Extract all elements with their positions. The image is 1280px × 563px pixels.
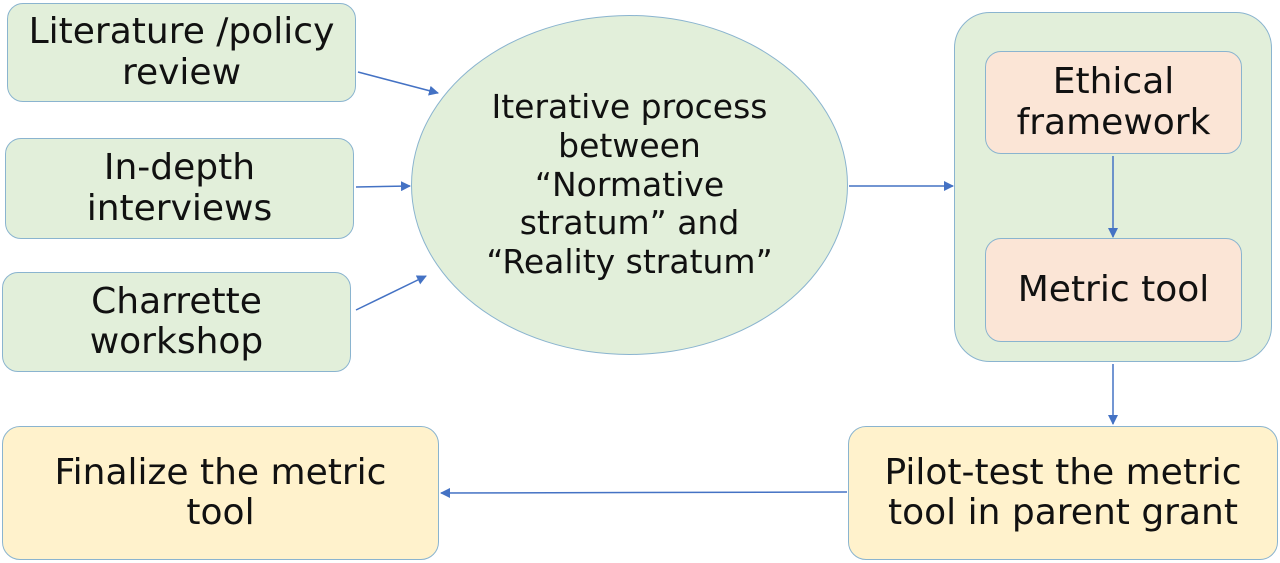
literature-policy-review-box: Literature /policy review xyxy=(7,3,356,102)
arrow-pilot-to-finalize xyxy=(440,487,848,498)
charrette-workshop-box: Charrette workshop xyxy=(2,272,351,372)
iterative-process-ellipse: Iterative process between “Normative str… xyxy=(411,15,848,355)
arrow-literature-to-process xyxy=(357,71,439,96)
arrow-charrette-to-process xyxy=(355,275,427,311)
pilot-test-box: Pilot-test the metric tool in parent gra… xyxy=(848,426,1278,560)
metric-tool-box: Metric tool xyxy=(985,238,1242,342)
in-depth-interviews-box: In-depth interviews xyxy=(5,138,354,239)
ethical-framework-box: Ethical framework xyxy=(985,51,1242,154)
finalize-metric-tool-box: Finalize the metric tool xyxy=(2,426,439,560)
arrow-interviews-to-process xyxy=(355,181,411,192)
